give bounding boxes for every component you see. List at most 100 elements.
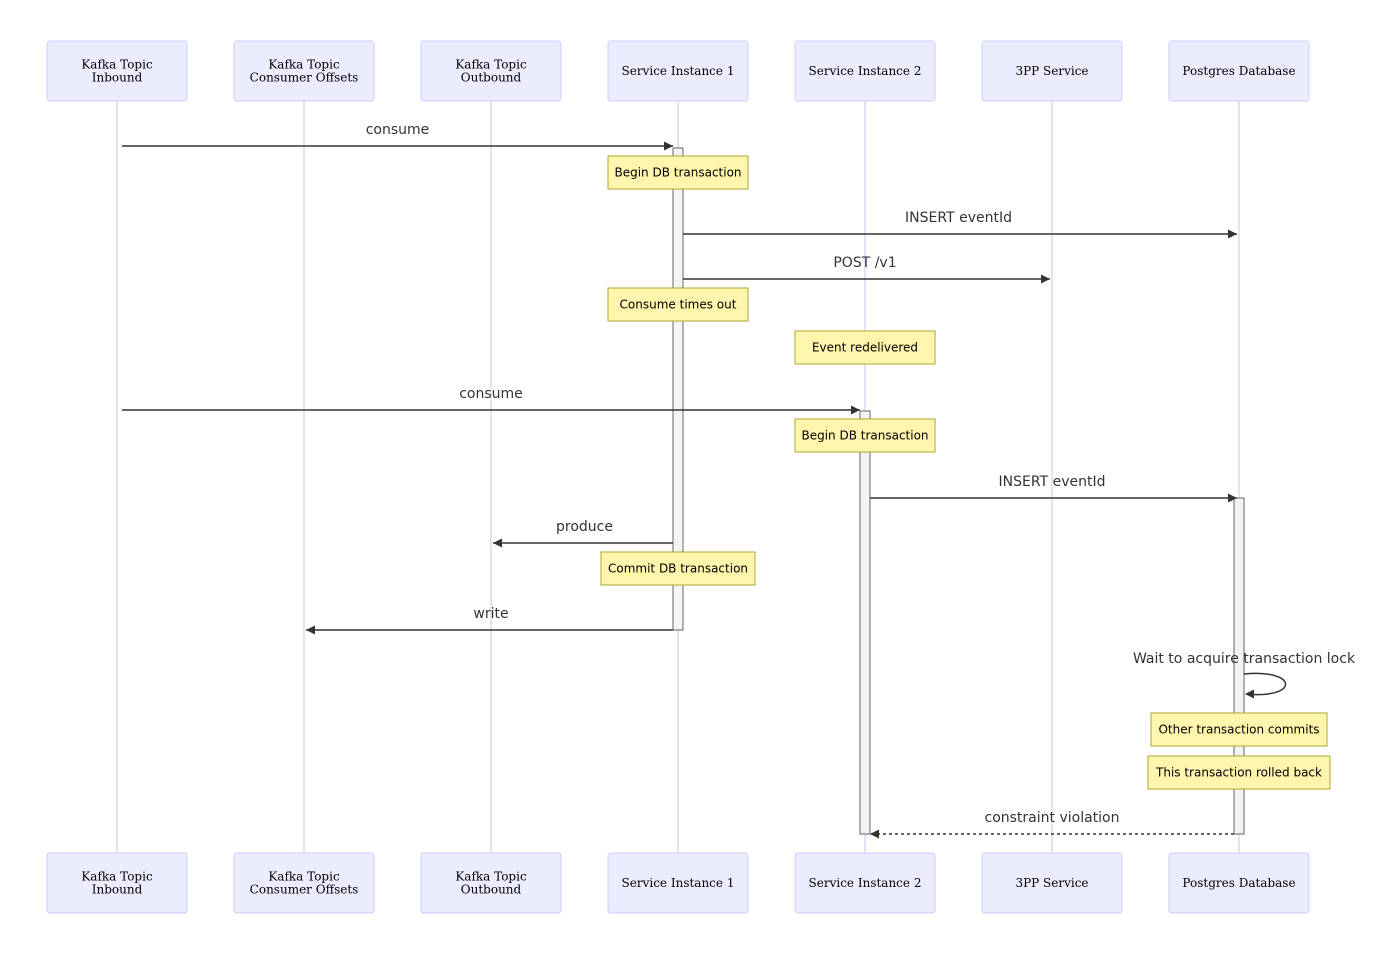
- activation-bars: [672, 147, 1245, 835]
- arrowhead: [851, 405, 860, 415]
- note-box: [600, 551, 756, 586]
- actor-label: Outbound: [461, 883, 522, 897]
- arrowhead: [664, 141, 673, 151]
- arrowhead: [1041, 274, 1050, 284]
- actor-label: Postgres Database: [1182, 64, 1295, 78]
- message-label: POST /v1: [833, 255, 896, 271]
- actor-box: [607, 40, 749, 102]
- actor-label: Service Instance 2: [809, 876, 922, 890]
- note-text: Begin DB transaction: [614, 166, 741, 180]
- actor-label: Kafka Topic: [455, 870, 527, 884]
- message-label: Wait to acquire transaction lock: [1133, 651, 1356, 667]
- activation-bar: [1233, 497, 1245, 835]
- actor-box: [607, 852, 749, 914]
- activation-bar: [672, 147, 684, 631]
- actor-svc2-top: Service Instance 2: [794, 40, 936, 102]
- arrowhead: [493, 538, 502, 548]
- arrowhead: [1228, 493, 1237, 503]
- note-box: [1150, 712, 1328, 747]
- actor-svc1-top: Service Instance 1: [607, 40, 749, 102]
- actor-box: [981, 852, 1123, 914]
- message-label: consume: [366, 122, 430, 138]
- actor-svc1-bottom: Service Instance 1: [607, 852, 749, 914]
- note-box: [1147, 755, 1331, 790]
- note-text: Event redelivered: [812, 341, 918, 355]
- actor-box: [420, 40, 562, 102]
- message-label: INSERT eventId: [999, 474, 1106, 490]
- message-label: consume: [459, 386, 523, 402]
- message-8: constraint violation: [870, 810, 1234, 839]
- actor-label: Service Instance 2: [809, 64, 922, 78]
- actor-label: Inbound: [92, 883, 143, 897]
- actor-label: Consumer Offsets: [250, 883, 359, 897]
- note-6: This transaction rolled back: [1147, 755, 1331, 790]
- message-1: INSERT eventId: [683, 210, 1237, 239]
- actor-box: [233, 852, 375, 914]
- actor-label: 3PP Service: [1015, 64, 1088, 78]
- actor-box: [233, 40, 375, 102]
- actor-box: [420, 852, 562, 914]
- note-0: Begin DB transaction: [607, 155, 749, 190]
- activation-bar: [859, 410, 871, 835]
- arrowhead: [870, 829, 879, 839]
- actor-box: [794, 852, 936, 914]
- note-1: Consume times out: [607, 287, 749, 322]
- actor-db-bottom: Postgres Database: [1168, 852, 1310, 914]
- note-box: [794, 418, 936, 453]
- note-box: [794, 330, 936, 365]
- note-2: Event redelivered: [794, 330, 936, 365]
- actor-label: Service Instance 1: [622, 876, 735, 890]
- message-6: write: [306, 606, 673, 635]
- actor-label: Kafka Topic: [81, 870, 153, 884]
- message-4: INSERT eventId: [870, 474, 1237, 503]
- actor-label: Kafka Topic: [268, 870, 340, 884]
- note-text: Commit DB transaction: [608, 562, 748, 576]
- note-5: Other transaction commits: [1150, 712, 1328, 747]
- actor-label: Inbound: [92, 71, 143, 85]
- actor-label: 3PP Service: [1015, 876, 1088, 890]
- actor-svc2-bottom: Service Instance 2: [794, 852, 936, 914]
- actor-label: Postgres Database: [1182, 876, 1295, 890]
- note-box: [607, 155, 749, 190]
- actor-label: Consumer Offsets: [250, 71, 359, 85]
- self-loop-line: [1243, 672, 1287, 696]
- message-label: constraint violation: [985, 810, 1120, 826]
- actor-box: [46, 40, 188, 102]
- message-5: produce: [493, 519, 673, 548]
- arrowhead: [1245, 689, 1254, 699]
- message-2: POST /v1: [683, 255, 1050, 284]
- message-3: consume: [122, 386, 860, 415]
- note-text: This transaction rolled back: [1155, 766, 1322, 780]
- message-label: produce: [556, 519, 613, 535]
- note-4: Commit DB transaction: [600, 551, 756, 586]
- actor-pp3-bottom: 3PP Service: [981, 852, 1123, 914]
- message-label: write: [473, 606, 508, 622]
- arrowhead: [306, 625, 315, 635]
- note-text: Other transaction commits: [1158, 723, 1319, 737]
- actor-pp3-top: 3PP Service: [981, 40, 1123, 102]
- note-3: Begin DB transaction: [794, 418, 936, 453]
- message-label: INSERT eventId: [905, 210, 1012, 226]
- note-box: [607, 287, 749, 322]
- note-text: Begin DB transaction: [801, 429, 928, 443]
- note-text: Consume times out: [620, 298, 737, 312]
- actor-box: [1168, 40, 1310, 102]
- actor-box: [1168, 852, 1310, 914]
- actor-label: Kafka Topic: [81, 58, 153, 72]
- actor-box: [981, 40, 1123, 102]
- actor-box: [46, 852, 188, 914]
- message-0: consume: [122, 122, 673, 151]
- message-7: Wait to acquire transaction lock: [1133, 651, 1356, 699]
- actor-db-top: Postgres Database: [1168, 40, 1310, 102]
